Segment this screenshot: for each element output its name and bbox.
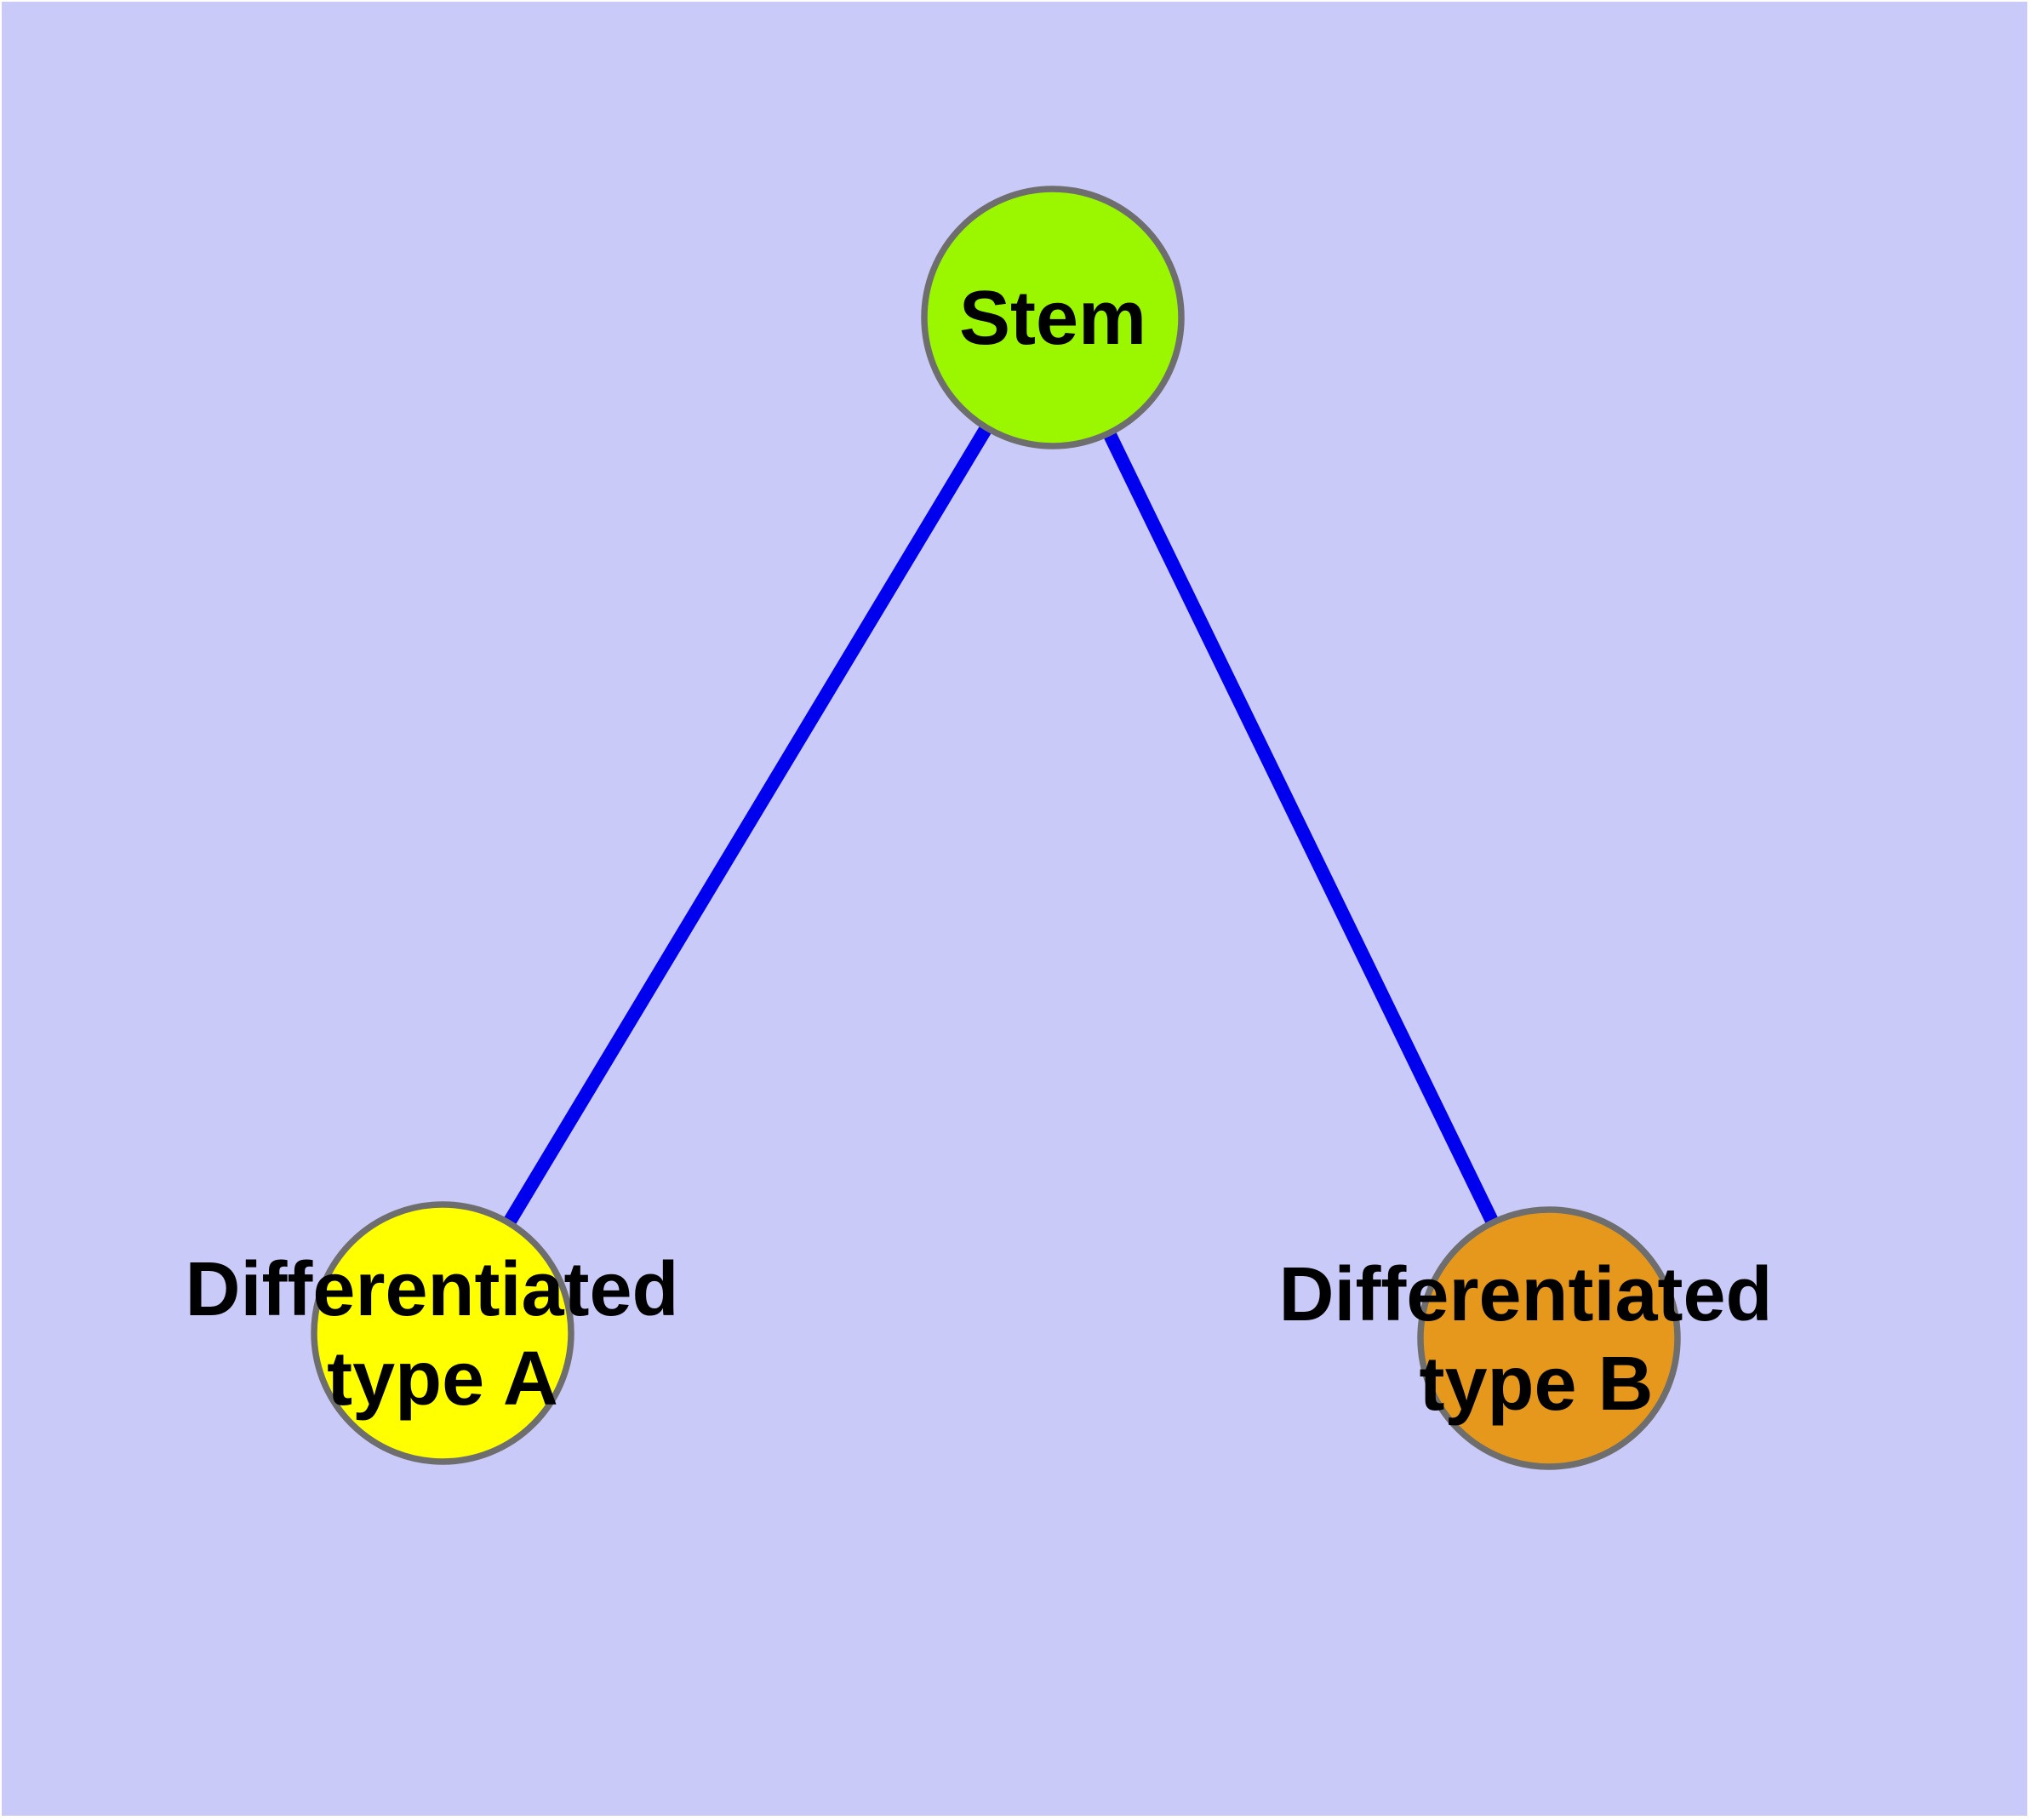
edge-stem-to-type-a <box>437 313 1059 1337</box>
differentiated-type-a-node <box>311 1201 574 1465</box>
type-b-label-line-2: type B <box>1419 1342 1653 1427</box>
type-a-label-line-1: Differentiated <box>185 1247 678 1332</box>
type-a-label-line-2: type A <box>327 1336 558 1422</box>
stem-node <box>921 186 1185 449</box>
edge-stem-to-type-b <box>1046 314 1556 1342</box>
type-b-label-line-1: Differentiated <box>1278 1252 1772 1337</box>
differentiated-type-b-node <box>1417 1206 1681 1470</box>
stem-node-label: Stem <box>959 276 1146 361</box>
differentiated-type-b-label: Differentiated type B <box>1278 1252 1793 1427</box>
differentiated-type-a-label: Differentiated type A <box>185 1247 700 1422</box>
